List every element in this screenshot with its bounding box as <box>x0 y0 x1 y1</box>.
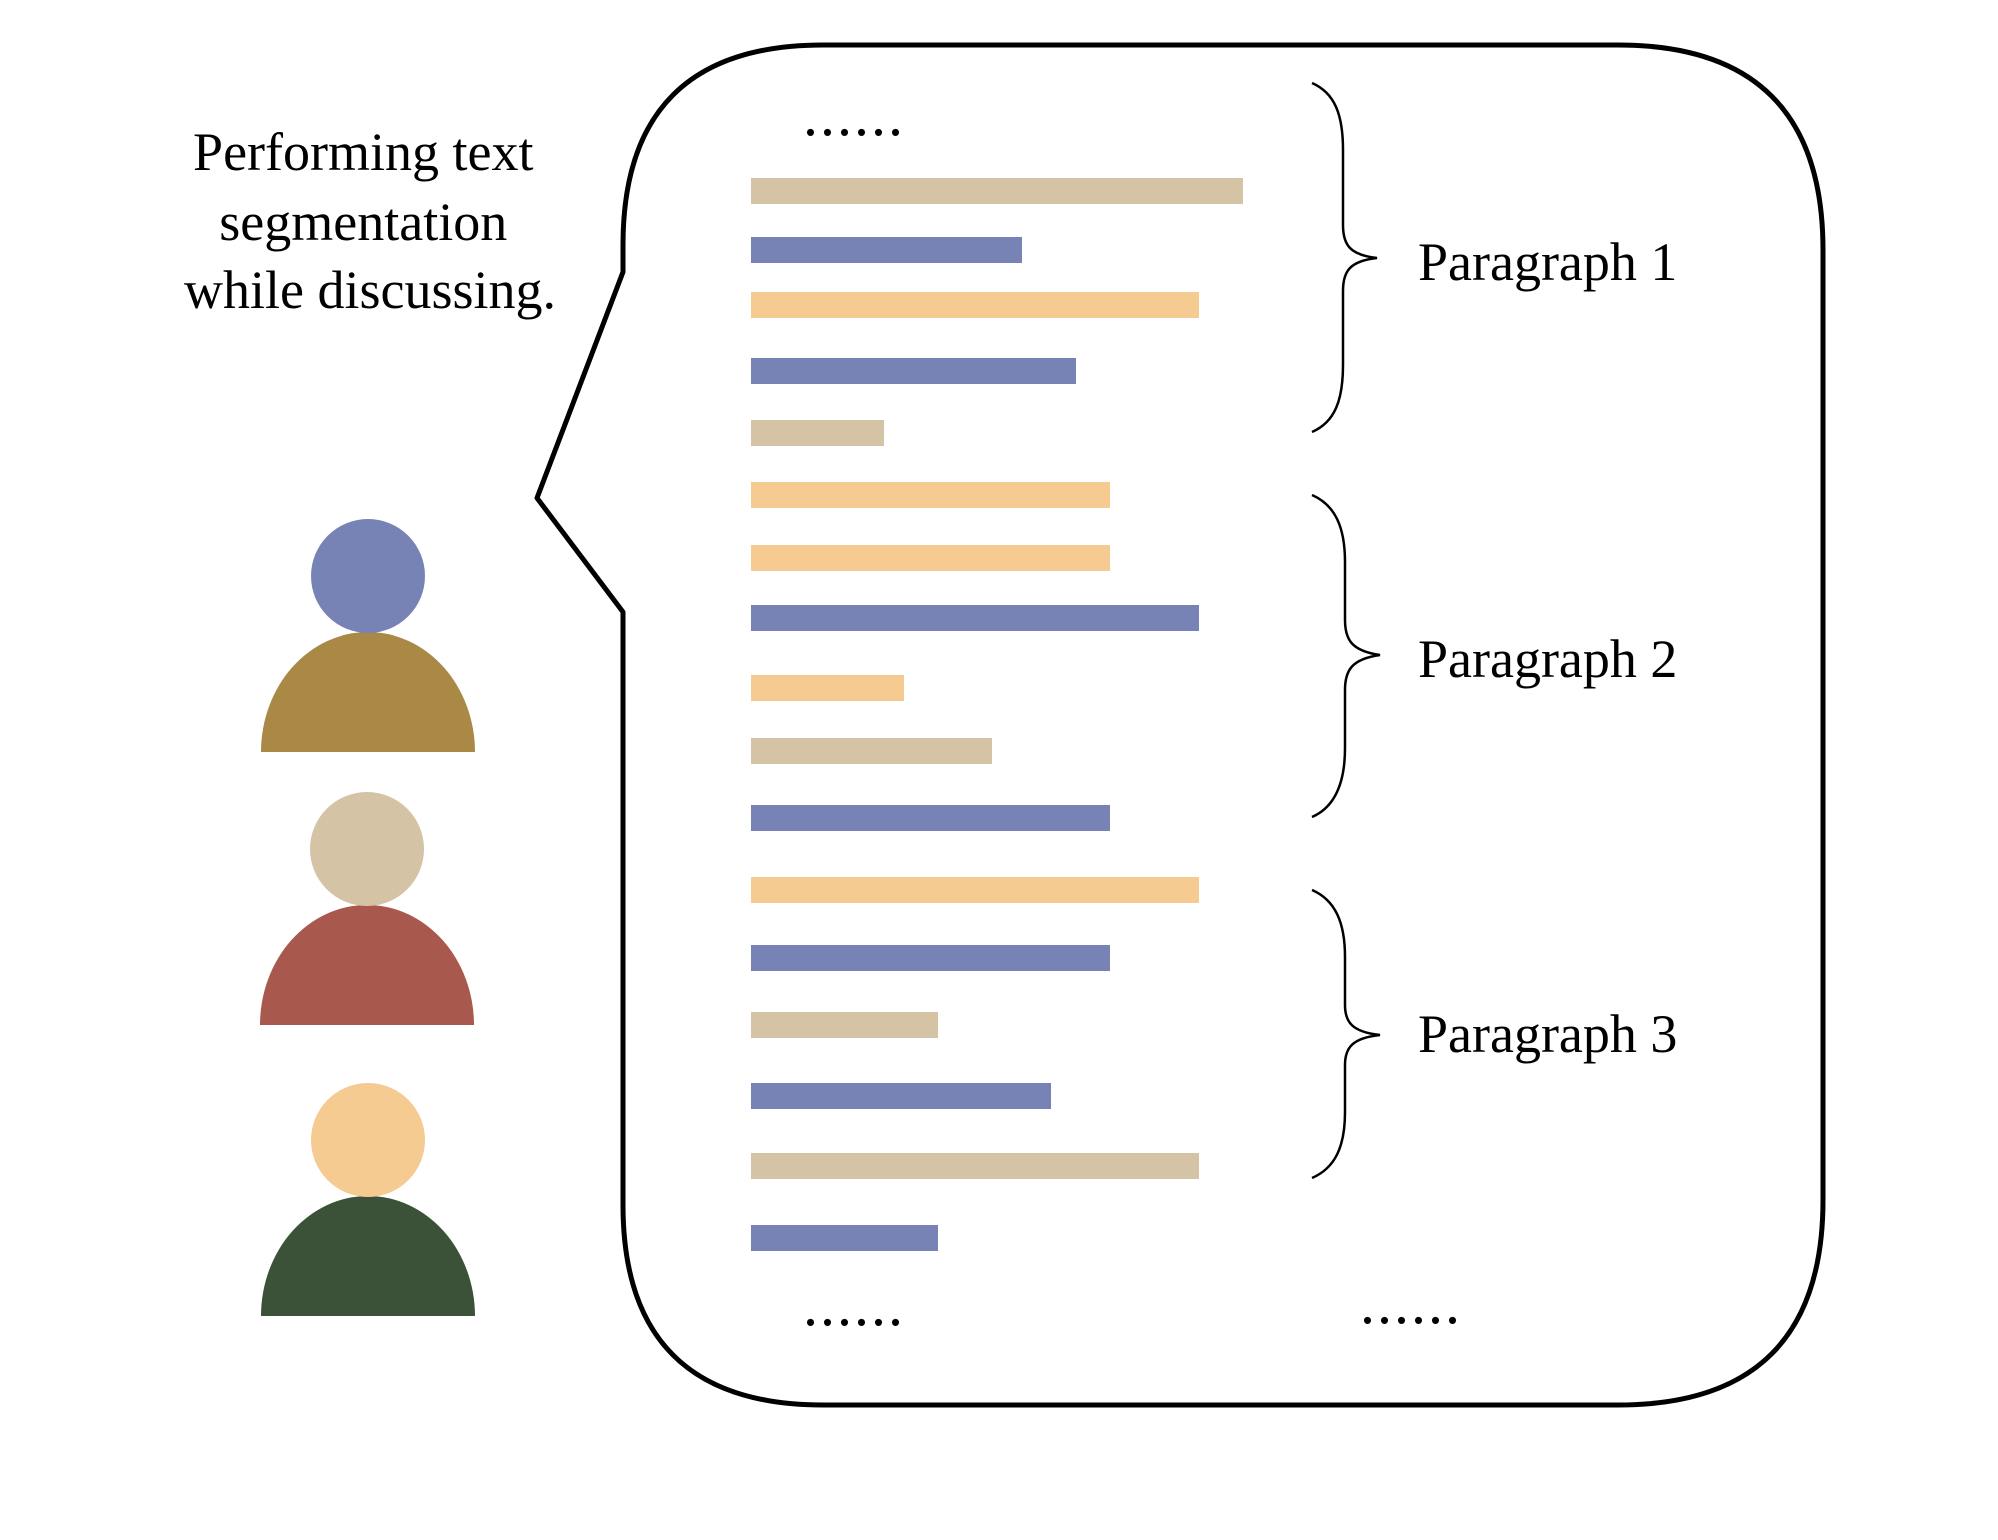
paragraph-3-label: Paragraph 3 <box>1418 1004 1677 1064</box>
brace-paragraph-1 <box>1311 81 1378 434</box>
caption-line-3: while discussing. <box>184 260 556 320</box>
utterance-bar-p2-5 <box>751 738 992 764</box>
speaker-3-head <box>311 1083 425 1197</box>
utterance-bar-p2-6 <box>751 805 1110 831</box>
utterance-bar-p2-3 <box>751 605 1199 631</box>
utterance-bar-p3-3 <box>751 1012 938 1038</box>
utterance-bar-p2-2 <box>751 545 1110 571</box>
paragraph-2-label: Paragraph 2 <box>1418 629 1677 689</box>
speaker-2-icon <box>260 792 474 1025</box>
speaker-3-body <box>261 1196 475 1316</box>
caption-line-1: Performing text <box>193 122 533 182</box>
brace-paragraph-3 <box>1311 888 1381 1180</box>
speaker-2-body <box>260 905 474 1025</box>
utterance-bar-p1-4 <box>751 358 1076 384</box>
speaker-1-head <box>311 519 425 633</box>
brace-paragraph-2 <box>1311 493 1381 819</box>
speaker-1-icon <box>261 519 475 752</box>
speakers <box>260 519 475 1316</box>
utterance-bar-p2-1 <box>751 482 1110 508</box>
utterance-bar-p3-5 <box>751 1153 1199 1179</box>
speaker-1-body <box>261 632 475 752</box>
utterance-bar-p1-5 <box>751 420 884 446</box>
utterance-bar-p3-6 <box>751 1225 938 1251</box>
caption-line-2: segmentation <box>219 192 507 252</box>
utterance-bars <box>751 178 1243 1251</box>
caption: Performing text segmentation while discu… <box>184 122 556 320</box>
speaker-3-icon <box>261 1083 475 1316</box>
utterance-bar-p3-2 <box>751 945 1110 971</box>
utterance-bar-p3-4 <box>751 1083 1051 1109</box>
paragraph-1-label: Paragraph 1 <box>1418 232 1677 292</box>
utterance-bar-p1-1 <box>751 178 1243 204</box>
utterance-bar-p1-2 <box>751 237 1022 263</box>
ellipsis-bottom-left: ...... <box>803 1272 905 1338</box>
utterance-bar-p2-4 <box>751 675 904 701</box>
utterance-bar-p3-1 <box>751 877 1199 903</box>
utterance-bar-p1-3 <box>751 292 1199 318</box>
ellipsis-bottom-right: ...... <box>1360 1270 1462 1336</box>
speech-bubble <box>534 42 1826 1408</box>
ellipsis-top: ...... <box>803 82 905 148</box>
speaker-2-head <box>310 792 424 906</box>
